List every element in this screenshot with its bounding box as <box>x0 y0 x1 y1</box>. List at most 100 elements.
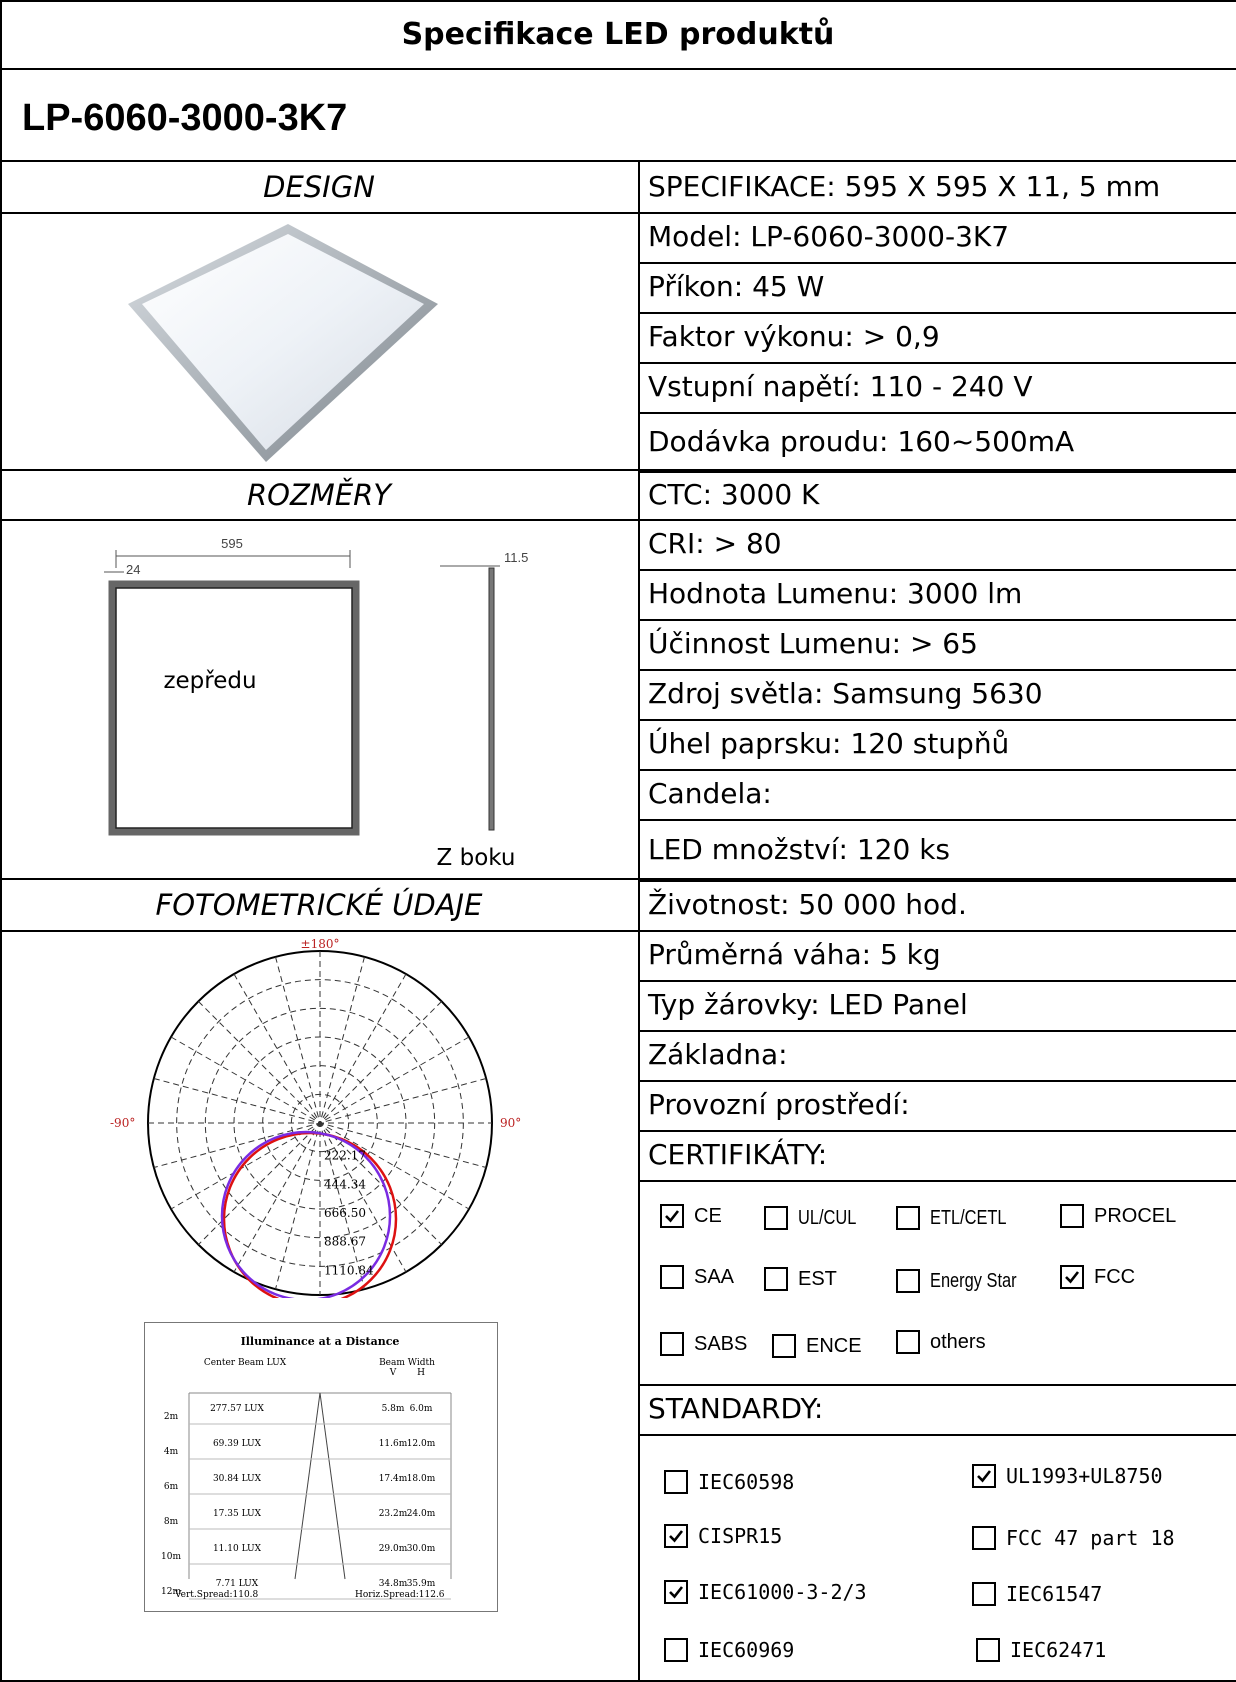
checkbox-checked-icon[interactable] <box>664 1580 688 1604</box>
side-label: Z boku <box>437 845 516 871</box>
cert-checkbox-4[interactable]: SAA <box>660 1265 734 1289</box>
spec-divider <box>640 1030 1236 1032</box>
polar-right-label: 90° <box>500 1116 521 1130</box>
spec-divider <box>640 669 1236 671</box>
std-label: IEC60969 <box>698 1638 795 1662</box>
std-checkbox-3[interactable]: FCC 47 part 18 <box>972 1526 1175 1550</box>
polar-left-label: -90° <box>110 1116 135 1130</box>
spec-divider <box>640 569 1236 571</box>
checkbox-empty-icon[interactable] <box>664 1638 688 1662</box>
cert-checkbox-6[interactable]: Energy Star <box>896 1269 1036 1293</box>
illum-v: 5.8m <box>382 1404 405 1414</box>
spec-row-17: Základna: <box>648 1038 788 1071</box>
cert-label: Energy Star <box>930 1269 1017 1292</box>
illum-lux: 69.39 LUX <box>213 1439 262 1449</box>
cert-checkbox-5[interactable]: EST <box>764 1267 837 1291</box>
polar-ring-label: 1110.84 <box>324 1263 374 1277</box>
checkbox-empty-icon[interactable] <box>664 1470 688 1494</box>
cert-label: ENCE <box>806 1334 862 1357</box>
spec-row-11: Úhel paprsku: 120 stupňů <box>648 727 1010 760</box>
cert-checkbox-10[interactable]: others <box>896 1330 986 1354</box>
std-checkbox-2[interactable]: CISPR15 <box>664 1524 782 1548</box>
checkbox-empty-icon[interactable] <box>976 1638 1000 1662</box>
illum-h: 30.0m <box>407 1544 436 1554</box>
led-panel-image <box>128 224 438 462</box>
illum-h: 24.0m <box>407 1509 436 1519</box>
checkbox-checked-icon[interactable] <box>660 1204 684 1228</box>
std-label: UL1993+UL8750 <box>1006 1464 1163 1488</box>
illum-h: 12.0m <box>407 1439 436 1449</box>
cert-label: ETL/CETL <box>930 1206 1007 1229</box>
illum-dist: 4m <box>164 1447 179 1457</box>
cert-checkbox-8[interactable]: SABS <box>660 1332 747 1356</box>
spec-divider <box>640 980 1236 982</box>
spec-divider <box>640 819 1236 821</box>
cert-checkbox-9[interactable]: ENCE <box>772 1334 862 1358</box>
cert-checkbox-1[interactable]: UL/CUL <box>764 1206 869 1230</box>
checkbox-empty-icon[interactable] <box>772 1334 796 1358</box>
spec-divider <box>640 312 1236 314</box>
illum-dist: 12m <box>161 1587 181 1597</box>
checkbox-empty-icon[interactable] <box>972 1526 996 1550</box>
checkbox-empty-icon[interactable] <box>660 1265 684 1289</box>
illum-col-v: V <box>389 1368 397 1378</box>
spec-row-5: Dodávka proudu: 160~500mA <box>648 425 1075 458</box>
std-checkbox-6[interactable]: IEC60969 <box>664 1638 794 1662</box>
checkbox-checked-icon[interactable] <box>1060 1265 1084 1289</box>
spec-divider <box>640 212 1236 214</box>
document-title: Specifikace LED produktů <box>401 16 835 52</box>
spec-row-2: Příkon: 45 W <box>648 270 825 303</box>
std-checkbox-5[interactable]: IEC61547 <box>972 1582 1102 1606</box>
std-checkbox-7[interactable]: IEC62471 <box>976 1638 1106 1662</box>
std-checkbox-0[interactable]: IEC60598 <box>664 1470 794 1494</box>
illum-col-beam: Beam Width <box>379 1358 435 1368</box>
dim-frame-label: 24 <box>126 562 140 577</box>
divider <box>0 469 1236 471</box>
illum-lux: 7.71 LUX <box>216 1579 259 1589</box>
std-label: IEC62471 <box>1010 1638 1107 1662</box>
illum-dist: 8m <box>164 1517 179 1527</box>
spec-row-0: SPECIFIKACE: 595 X 595 X 11, 5 mm <box>648 170 1161 203</box>
dim-thickness-label: 11.5 <box>504 550 528 565</box>
illum-h: 18.0m <box>407 1474 436 1484</box>
checkbox-empty-icon[interactable] <box>896 1269 920 1293</box>
model-code: LP-6060-3000-3K7 <box>22 97 348 139</box>
spec-divider <box>640 619 1236 621</box>
spec-row-3: Faktor výkonu: > 0,9 <box>648 320 940 353</box>
illum-h: 6.0m <box>410 1404 433 1414</box>
illum-lux: 17.35 LUX <box>213 1509 262 1519</box>
std-label: IEC60598 <box>698 1470 795 1494</box>
spec-divider <box>640 1130 1236 1132</box>
cert-label: EST <box>798 1267 837 1290</box>
front-label: zepředu <box>163 668 256 694</box>
illum-dist: 6m <box>164 1482 179 1492</box>
std-label: FCC 47 part 18 <box>1006 1526 1175 1550</box>
checkbox-empty-icon[interactable] <box>660 1332 684 1356</box>
divider <box>0 212 1236 214</box>
illum-lux: 11.10 LUX <box>213 1544 262 1554</box>
cert-checkbox-2[interactable]: ETL/CETL <box>896 1206 1023 1230</box>
cert-label: SABS <box>694 1332 748 1355</box>
cert-checkbox-3[interactable]: PROCEL <box>1060 1204 1176 1228</box>
spec-divider <box>640 930 1236 932</box>
checkbox-empty-icon[interactable] <box>1060 1204 1084 1228</box>
illum-v: 11.6m <box>379 1439 408 1449</box>
spec-row-16: Typ žárovky: LED Panel <box>648 988 968 1021</box>
illum-lux: 277.57 LUX <box>210 1404 264 1414</box>
illum-v: 17.4m <box>379 1474 408 1484</box>
std-checkbox-1[interactable]: UL1993+UL8750 <box>972 1464 1163 1488</box>
std-label: IEC61000-3-2/3 <box>698 1580 867 1604</box>
checkbox-empty-icon[interactable] <box>896 1206 920 1230</box>
checkbox-empty-icon[interactable] <box>972 1582 996 1606</box>
checkbox-empty-icon[interactable] <box>896 1330 920 1354</box>
divider <box>0 930 1236 932</box>
spec-row-1: Model: LP-6060-3000-3K7 <box>648 220 1010 253</box>
checkbox-empty-icon[interactable] <box>764 1206 788 1230</box>
polar-ring-label: 888.67 <box>324 1235 366 1249</box>
checkbox-checked-icon[interactable] <box>972 1464 996 1488</box>
checkbox-empty-icon[interactable] <box>764 1267 788 1291</box>
cert-checkbox-7[interactable]: FCC <box>1060 1265 1135 1289</box>
cert-checkbox-0[interactable]: CE <box>660 1204 722 1228</box>
checkbox-checked-icon[interactable] <box>664 1524 688 1548</box>
std-checkbox-4[interactable]: IEC61000-3-2/3 <box>664 1580 867 1604</box>
